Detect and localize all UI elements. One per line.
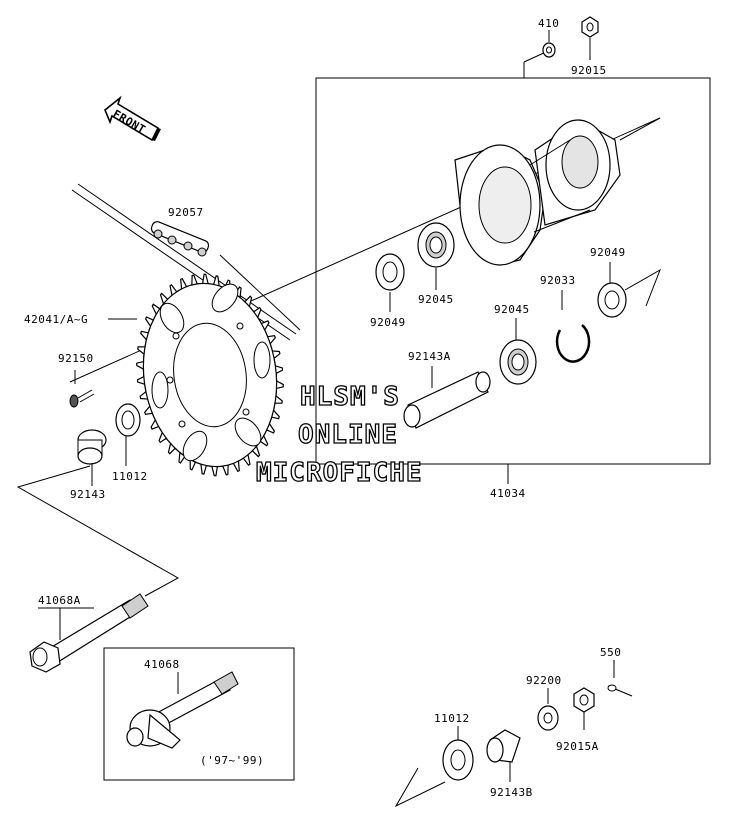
label-11012-bottom: 11012 (434, 712, 470, 725)
label-11012-left: 11012 (112, 470, 148, 483)
label-41068A: 41068A (38, 594, 81, 607)
label-92143A: 92143A (408, 350, 451, 363)
label-years: ('97~'99) (200, 754, 264, 767)
label-92045-top: 92045 (418, 293, 454, 306)
hub-washer (115, 403, 141, 466)
axle-leader (16, 465, 180, 597)
label-550: 550 (600, 646, 621, 659)
label-92057: 92057 (168, 206, 204, 219)
nut-92015 (581, 16, 599, 60)
label-410: 410 (538, 17, 559, 30)
washer-11012-right (442, 726, 474, 781)
label-92200: 92200 (526, 674, 562, 687)
watermark-line2: ONLINE (298, 420, 398, 450)
watermark-line1: HLSM'S (300, 382, 400, 412)
watermark-line3: MICROFICHE (256, 458, 423, 488)
label-92143: 92143 (70, 488, 106, 501)
label-92049-right: 92049 (590, 246, 626, 259)
hub-assembly-frame (315, 77, 711, 465)
ball-bearing-upper (417, 222, 455, 290)
axle-41068A (29, 593, 149, 673)
oil-seal-left (375, 253, 405, 312)
label-92015A: 92015A (556, 740, 599, 753)
label-41068: 41068 (144, 658, 180, 671)
variant-inset-box (103, 647, 295, 781)
oil-seal-right (597, 262, 661, 318)
rear-hub (454, 119, 621, 266)
washer-410 (542, 30, 556, 58)
master-link (150, 221, 210, 257)
label-42041: 42041/A~G (24, 313, 88, 326)
ball-bearing-lower (499, 318, 537, 385)
label-92143B: 92143B (490, 786, 533, 799)
hub-spacer (403, 366, 491, 429)
cotter-pin-550 (607, 660, 633, 697)
washer-92200 (537, 688, 559, 731)
rear-sprocket (136, 273, 284, 477)
label-92015: 92015 (571, 64, 607, 77)
label-41034: 41034 (490, 487, 526, 500)
sprocket-bolt (69, 370, 95, 408)
axle-41068 (126, 671, 239, 749)
label-92049-left: 92049 (370, 316, 406, 329)
label-92033: 92033 (540, 274, 576, 287)
collar-92143B (486, 729, 521, 782)
front-direction-arrow: FRONT (104, 95, 161, 142)
nut-92015A (573, 687, 595, 730)
left-collar (77, 429, 107, 486)
label-92045-mid: 92045 (494, 303, 530, 316)
circlip (555, 290, 591, 363)
label-92150: 92150 (58, 352, 94, 365)
